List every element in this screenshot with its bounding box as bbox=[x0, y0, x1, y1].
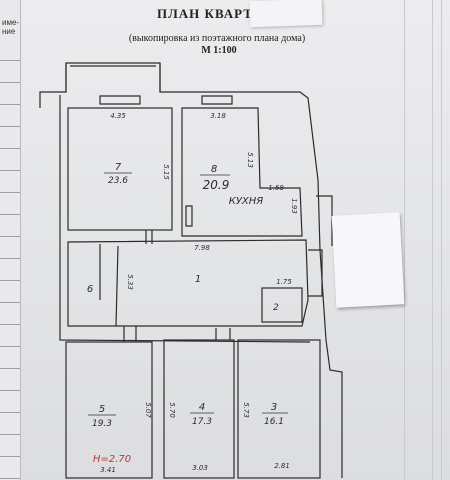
dimension-label: 5.07 bbox=[144, 402, 152, 418]
paper-note bbox=[331, 212, 405, 308]
room-4-area: 17.3 bbox=[192, 417, 212, 427]
dimension-label: 5.15 bbox=[162, 164, 170, 180]
sheet-rule-line bbox=[441, 0, 442, 480]
dimension-label: 1.93 bbox=[290, 198, 298, 214]
dimension-label: 5.70 bbox=[168, 402, 176, 418]
window bbox=[99, 95, 233, 105]
room-3-area: 16.1 bbox=[264, 417, 284, 427]
binder-rule-line bbox=[0, 434, 20, 435]
room-4-outline bbox=[163, 339, 235, 479]
room-8-label: КУХНЯ bbox=[229, 196, 264, 207]
binder-rule-line bbox=[0, 302, 20, 303]
binder-text: име- ние bbox=[2, 18, 20, 36]
inner-wall-line bbox=[59, 95, 311, 343]
room-7-number: 7 bbox=[115, 162, 122, 173]
room-7-outline bbox=[67, 107, 173, 231]
binder-rule-line bbox=[0, 456, 20, 457]
binder-rule-line bbox=[0, 346, 20, 347]
dimension-label: 4.35 bbox=[110, 112, 126, 120]
room-5-area: 19.3 bbox=[92, 419, 112, 429]
page-subtitle: (выкопировка из поэтажного плана дома) bbox=[128, 33, 306, 44]
door-gap bbox=[123, 230, 231, 342]
sheet-rule-line bbox=[404, 0, 405, 480]
binder-rule-line bbox=[0, 104, 20, 105]
room-2-outline bbox=[261, 287, 303, 323]
room-8-area: 20.9 bbox=[203, 178, 230, 192]
room-8-outline bbox=[181, 107, 303, 237]
binder-rule-line bbox=[0, 412, 20, 413]
binder-rule-line bbox=[0, 170, 20, 171]
binder-rule-line bbox=[0, 258, 20, 259]
dimension-label: 1.75 bbox=[276, 278, 292, 286]
outer-wall bbox=[39, 62, 343, 478]
binder-rule-line bbox=[0, 280, 20, 281]
dimension-label: 3.03 bbox=[192, 464, 208, 472]
room-3-outline bbox=[237, 339, 321, 479]
binder-rule-line bbox=[0, 148, 20, 149]
binder-rule-line bbox=[0, 82, 20, 83]
dimension-label: 2.81 bbox=[274, 462, 290, 470]
binder-rule-line bbox=[0, 192, 20, 193]
binder-rule-line bbox=[0, 390, 20, 391]
dimension-label: 5.33 bbox=[126, 274, 134, 290]
page-title: ПЛАН КВАРТИР bbox=[156, 6, 274, 21]
dimension-label: 1.68 bbox=[268, 184, 284, 192]
room-2-number: 2 bbox=[273, 303, 279, 313]
plan-scale: М 1:100 bbox=[201, 45, 237, 56]
ceiling-height-note: H=2.70 bbox=[93, 454, 131, 465]
room-1-outline bbox=[67, 239, 309, 327]
room-8-number: 8 bbox=[211, 164, 217, 175]
binder-rule-line bbox=[0, 214, 20, 215]
dimension-label: 7.98 bbox=[194, 244, 210, 252]
room-5-outline bbox=[65, 341, 153, 479]
dimension-label: 5.13 bbox=[246, 152, 254, 168]
dimension-label: 3.18 bbox=[210, 112, 226, 120]
room-3-number: 3 bbox=[271, 402, 277, 413]
sheet-rule-line bbox=[432, 0, 433, 480]
binder-rule-line bbox=[0, 126, 20, 127]
room-5-number: 5 bbox=[99, 404, 105, 415]
room-6-partition bbox=[99, 244, 119, 327]
paper-note bbox=[249, 0, 323, 28]
binder-rule-line bbox=[0, 236, 20, 237]
dimension-label: 5.73 bbox=[242, 402, 250, 418]
binder-rule-line bbox=[0, 368, 20, 369]
room-4-number: 4 bbox=[199, 402, 205, 413]
balcony bbox=[65, 63, 161, 92]
room-6-number: 6 bbox=[87, 284, 93, 295]
binder-rule-line bbox=[0, 60, 20, 61]
room-7-area: 23.6 bbox=[108, 176, 128, 186]
room-1-number: 1 bbox=[195, 274, 201, 285]
binder-rule-line bbox=[0, 324, 20, 325]
stove bbox=[185, 205, 193, 227]
dimension-label: 3.41 bbox=[100, 466, 116, 474]
binder-strip: име- ние bbox=[0, 0, 21, 480]
binder-rule-line bbox=[0, 478, 20, 479]
